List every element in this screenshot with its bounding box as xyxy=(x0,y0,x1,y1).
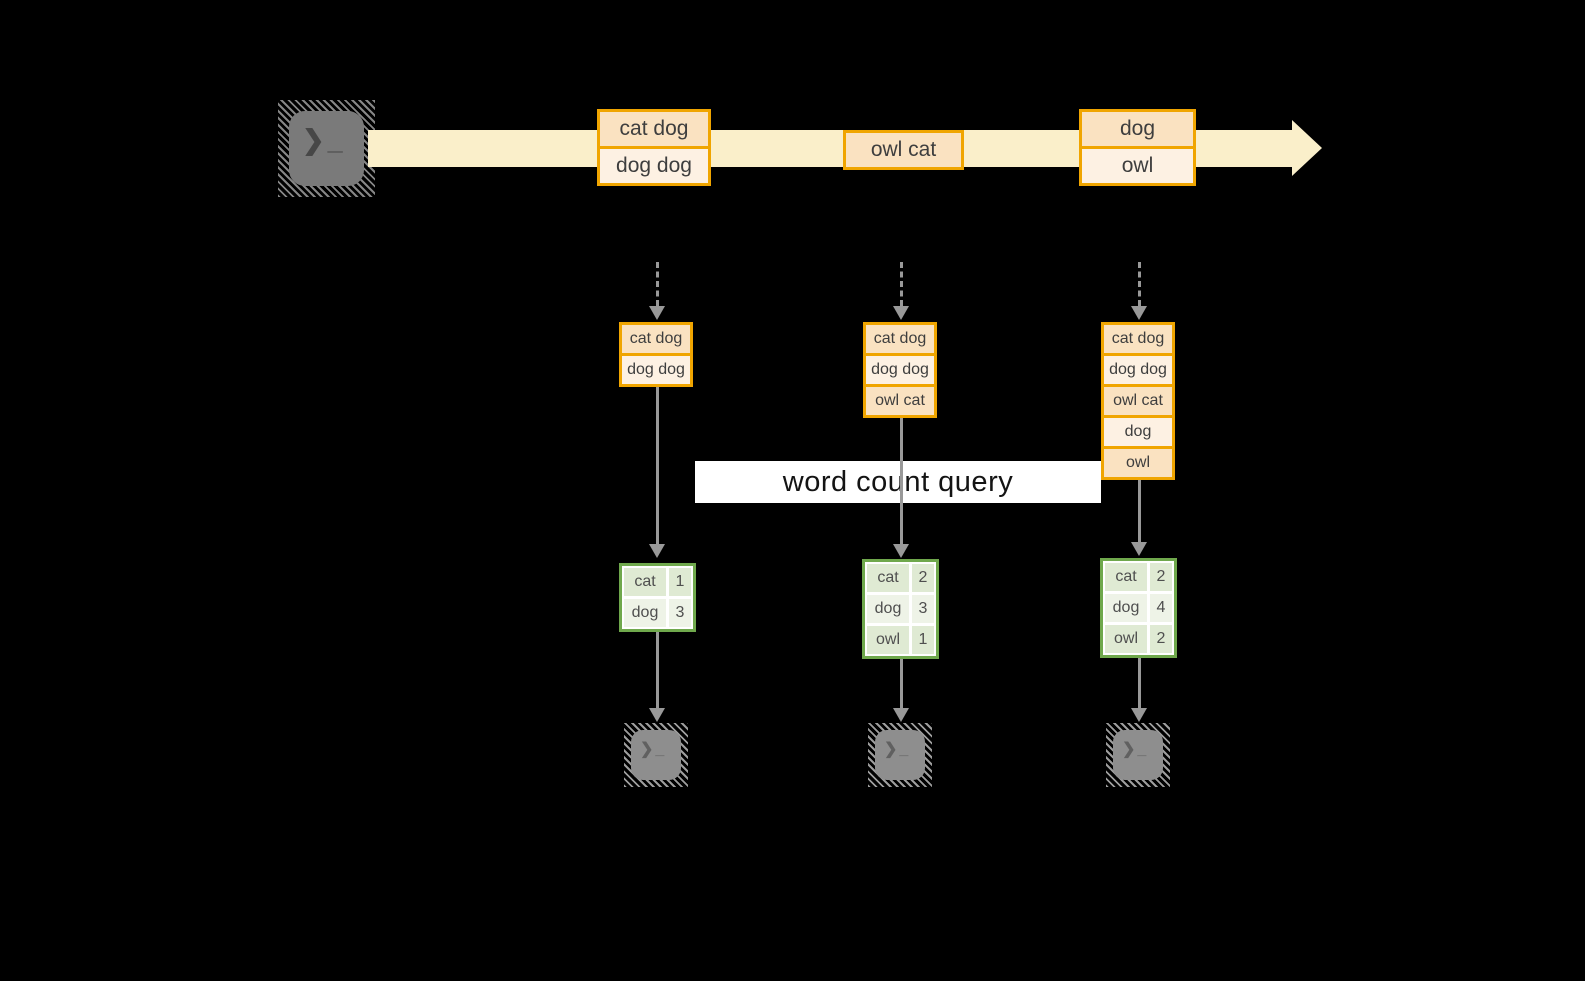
arrow-line xyxy=(900,659,903,708)
word-cell: dog xyxy=(1105,594,1147,622)
terminal-prompt-icon: ❯_ xyxy=(1113,730,1163,780)
state-line: cat dog xyxy=(866,325,934,353)
word-cell: owl xyxy=(867,626,909,654)
terminal-prompt-icon: ❯_ xyxy=(875,730,925,780)
arrow-line xyxy=(900,262,903,306)
state-line: dog dog xyxy=(1104,353,1172,384)
output-terminal-icon: ❯_ xyxy=(1106,723,1170,787)
count-cell: 4 xyxy=(1150,594,1172,622)
event-line: dog dog xyxy=(600,146,708,183)
arrow-line xyxy=(1138,658,1141,708)
word-cell: cat xyxy=(624,568,666,596)
stream-event-box-3: dog owl xyxy=(1079,109,1196,186)
arrowhead-icon xyxy=(648,544,665,558)
word-cell: dog xyxy=(867,595,909,623)
count-cell: 2 xyxy=(912,564,934,592)
event-line: dog xyxy=(1082,112,1193,146)
stream-event-box-1: cat dog dog dog xyxy=(597,109,711,186)
terminal-prompt-icon: ❯_ xyxy=(631,730,681,780)
count-cell: 3 xyxy=(669,599,691,627)
count-table-3: cat 2 dog 4 owl 2 xyxy=(1100,558,1177,658)
event-line: cat dog xyxy=(600,112,708,146)
arrowhead-icon xyxy=(892,306,909,320)
arrowhead-icon xyxy=(892,708,909,722)
arrow-line xyxy=(900,418,903,544)
count-cell: 1 xyxy=(669,568,691,596)
arrow-line xyxy=(1138,480,1141,542)
arrowhead-icon xyxy=(1130,708,1147,722)
event-line: owl xyxy=(1082,146,1193,183)
count-cell: 3 xyxy=(912,595,934,623)
state-line: owl cat xyxy=(866,384,934,415)
state-line: dog dog xyxy=(622,353,690,384)
output-terminal-icon: ❯_ xyxy=(868,723,932,787)
count-cell: 2 xyxy=(1150,563,1172,591)
state-line: cat dog xyxy=(1104,325,1172,353)
state-line: owl cat xyxy=(1104,384,1172,415)
arrowhead-icon xyxy=(1130,306,1147,320)
count-table-2: cat 2 dog 3 owl 1 xyxy=(862,559,939,659)
terminal-prompt-icon: ❯_ xyxy=(289,111,364,186)
arrowhead-icon xyxy=(648,306,665,320)
arrow-line xyxy=(656,387,659,544)
query-label: word count query xyxy=(695,461,1101,503)
state-line: dog xyxy=(1104,415,1172,446)
arrowhead-icon xyxy=(892,544,909,558)
arrowhead-icon xyxy=(1130,542,1147,556)
event-line: owl cat xyxy=(846,133,961,167)
state-line: dog dog xyxy=(866,353,934,384)
state-line: owl xyxy=(1104,446,1172,477)
word-cell: cat xyxy=(867,564,909,592)
word-cell: dog xyxy=(624,599,666,627)
source-terminal-icon: ❯_ xyxy=(278,100,375,197)
word-cell: cat xyxy=(1105,563,1147,591)
arrow-line xyxy=(656,262,659,306)
state-buffer-3: cat dog dog dog owl cat dog owl xyxy=(1101,322,1175,480)
word-cell: owl xyxy=(1105,625,1147,653)
stream-event-box-2: owl cat xyxy=(843,130,964,170)
arrowhead-icon xyxy=(648,708,665,722)
output-terminal-icon: ❯_ xyxy=(624,723,688,787)
count-cell: 1 xyxy=(912,626,934,654)
stream-arrowhead-icon xyxy=(1292,120,1322,176)
state-buffer-1: cat dog dog dog xyxy=(619,322,693,387)
state-buffer-2: cat dog dog dog owl cat xyxy=(863,322,937,418)
state-line: cat dog xyxy=(622,325,690,353)
count-table-1: cat 1 dog 3 xyxy=(619,563,696,632)
arrow-line xyxy=(1138,262,1141,306)
arrow-line xyxy=(656,632,659,708)
count-cell: 2 xyxy=(1150,625,1172,653)
